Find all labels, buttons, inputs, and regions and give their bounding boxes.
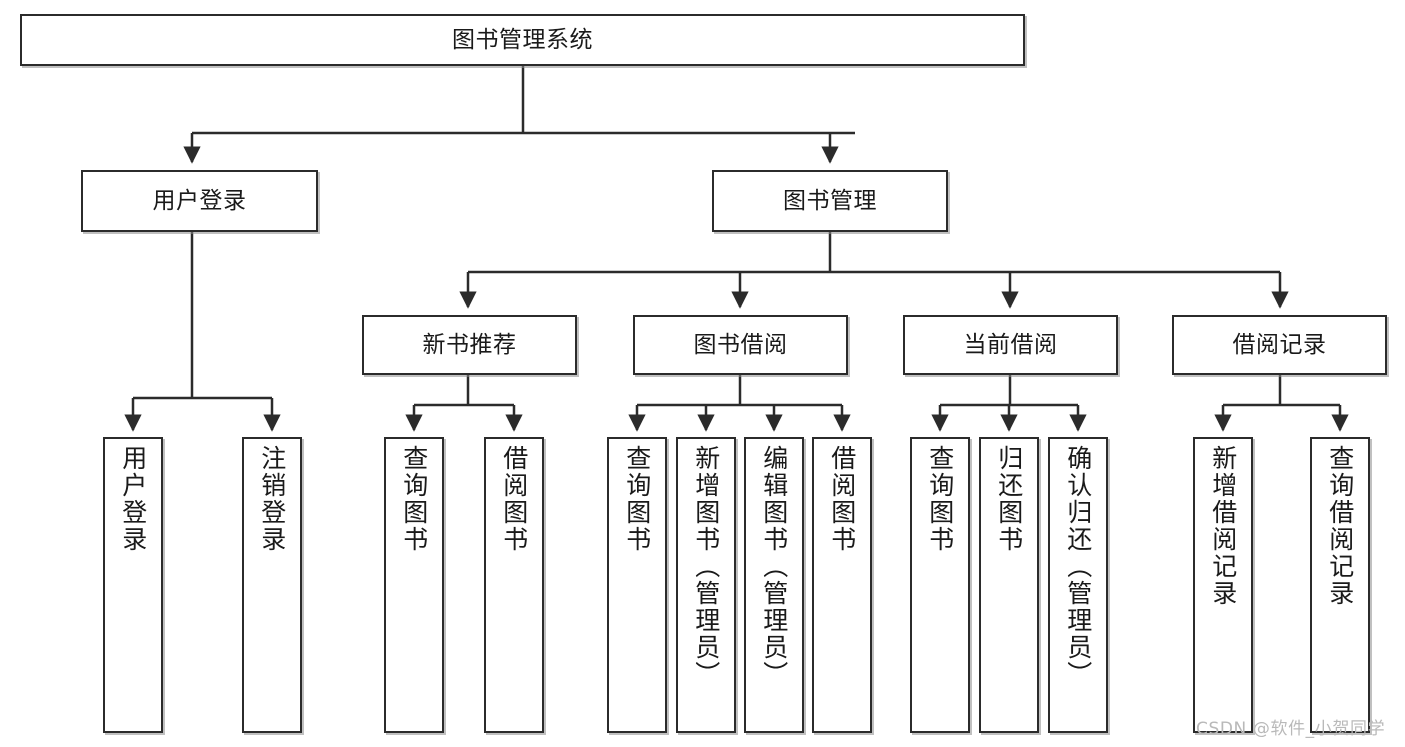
node-book-manage[interactable]: 图书管理 (712, 170, 948, 232)
node-user-login[interactable]: 用户登录 (81, 170, 318, 232)
node-root[interactable]: 图书管理系统 (20, 14, 1025, 66)
node-current-borrow[interactable]: 当前借阅 (903, 315, 1118, 375)
node-new-book-recommend[interactable]: 新书推荐 (362, 315, 577, 375)
leaf-query-book-3-label: 查询图书 (925, 445, 955, 553)
node-borrow-record-label: 借阅记录 (1232, 331, 1327, 358)
node-book-borrow-label: 图书借阅 (693, 331, 788, 358)
node-user-login-label: 用户登录 (152, 187, 247, 214)
leaf-query-record[interactable]: 查询借阅记录 (1310, 437, 1370, 733)
leaf-borrow-book-1[interactable]: 借阅图书 (484, 437, 544, 733)
leaf-return-book[interactable]: 归还图书 (979, 437, 1039, 733)
leaf-add-book-label: 新增图书（管理员） (691, 445, 721, 688)
node-root-label: 图书管理系统 (452, 26, 593, 53)
leaf-add-record-label: 新增借阅记录 (1208, 445, 1238, 607)
leaf-borrow-book-2-label: 借阅图书 (827, 445, 857, 553)
node-book-manage-label: 图书管理 (783, 187, 877, 214)
leaf-query-book-2[interactable]: 查询图书 (607, 437, 667, 733)
leaf-query-book-1-label: 查询图书 (399, 445, 429, 553)
leaf-query-book-2-label: 查询图书 (622, 445, 652, 553)
leaf-return-book-label: 归还图书 (994, 445, 1024, 553)
leaf-query-book-1[interactable]: 查询图书 (384, 437, 444, 733)
node-borrow-record[interactable]: 借阅记录 (1172, 315, 1387, 375)
node-current-borrow-label: 当前借阅 (963, 331, 1058, 358)
leaf-edit-book-label: 编辑图书（管理员） (759, 445, 789, 688)
leaf-add-record[interactable]: 新增借阅记录 (1193, 437, 1253, 733)
csdn-watermark: CSDN @软件_小贺同学 (1196, 719, 1386, 739)
node-new-book-recommend-label: 新书推荐 (422, 331, 517, 358)
leaf-borrow-book-1-label: 借阅图书 (499, 445, 529, 553)
leaf-query-book-3[interactable]: 查询图书 (910, 437, 970, 733)
node-book-borrow[interactable]: 图书借阅 (633, 315, 848, 375)
leaf-add-book[interactable]: 新增图书（管理员） (676, 437, 736, 733)
leaf-logout-login-label: 注销登录 (257, 445, 287, 553)
leaf-query-record-label: 查询借阅记录 (1325, 445, 1355, 607)
leaf-user-login-label: 用户登录 (118, 445, 148, 553)
leaf-borrow-book-2[interactable]: 借阅图书 (812, 437, 872, 733)
leaf-logout-login[interactable]: 注销登录 (242, 437, 302, 733)
leaf-edit-book[interactable]: 编辑图书（管理员） (744, 437, 804, 733)
leaf-confirm-return-label: 确认归还（管理员） (1063, 445, 1093, 688)
leaf-confirm-return[interactable]: 确认归还（管理员） (1048, 437, 1108, 733)
leaf-user-login[interactable]: 用户登录 (103, 437, 163, 733)
